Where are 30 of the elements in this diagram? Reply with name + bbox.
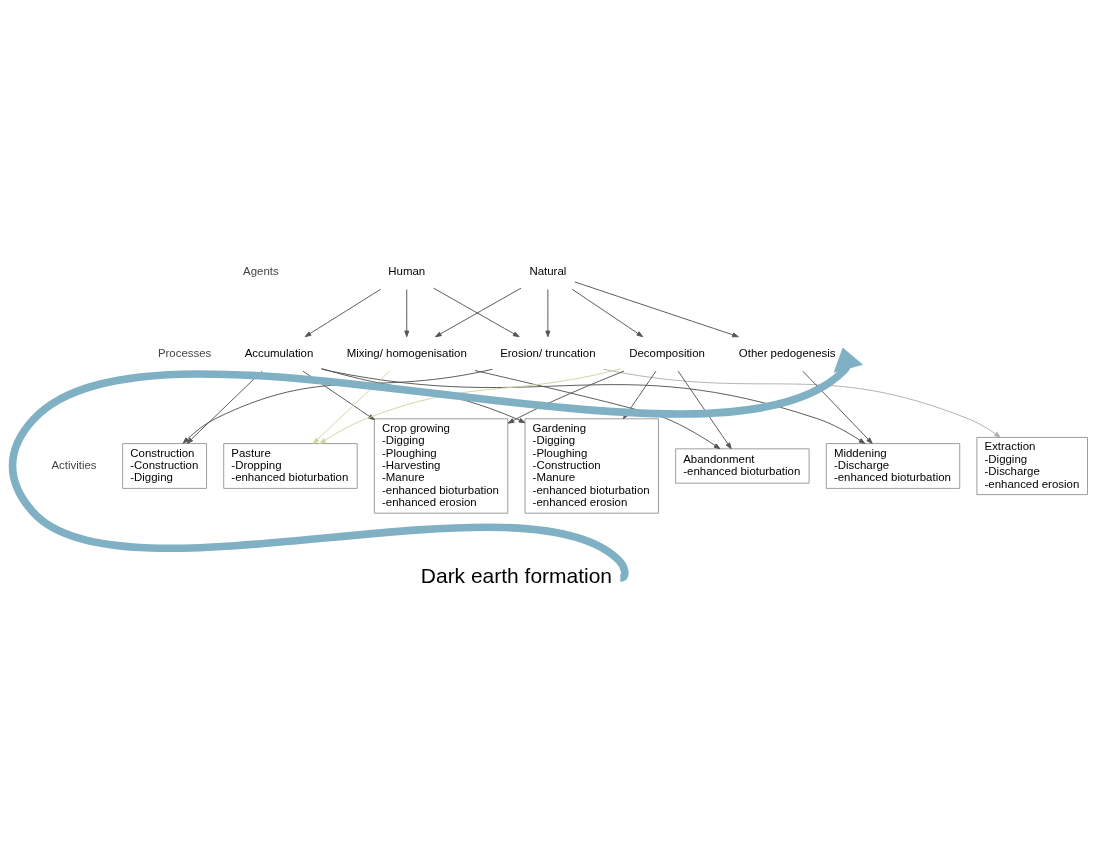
node-text: Natural bbox=[529, 264, 567, 277]
arrow bbox=[802, 370, 873, 444]
node-text: Dark earth formation bbox=[420, 564, 612, 588]
arrow bbox=[677, 370, 732, 450]
arrow bbox=[571, 288, 644, 338]
arrow bbox=[186, 370, 263, 444]
node-text: Accumulation bbox=[244, 346, 314, 359]
arrow bbox=[319, 368, 622, 444]
node-box: Pasture -Dropping -enhanced bioturbation bbox=[223, 443, 358, 489]
node-text: Mixing/ homogenisation bbox=[346, 346, 467, 359]
arrow bbox=[8, 347, 864, 579]
arrow bbox=[304, 288, 382, 338]
arrow bbox=[404, 289, 410, 338]
label: Activities bbox=[51, 458, 97, 471]
node-box: Construction -Construction -Digging bbox=[122, 443, 207, 489]
label: Agents bbox=[243, 264, 279, 277]
node-text: Other pedogenesis bbox=[738, 346, 836, 359]
node-box: Gardening -Digging -Ploughing -Construction -Manure -enhanced bioturbation -enhanced erosion bbox=[524, 418, 659, 514]
node-box: Extraction -Digging -Discharge -enhanced erosion bbox=[976, 436, 1088, 496]
node-text: Decomposition bbox=[629, 346, 705, 359]
node-text: Human bbox=[388, 264, 426, 277]
arrow bbox=[545, 289, 551, 338]
arrow bbox=[574, 281, 739, 338]
arrow bbox=[507, 370, 625, 424]
node-box: Abandonment -enhanced bioturbation bbox=[675, 448, 810, 484]
node-box: Middening -Discharge -enhanced bioturbation bbox=[825, 443, 961, 489]
node-box: Crop growing -Digging -Ploughing -Harvesting -Manure -enhanced bioturbation -enhanced erosion bbox=[373, 418, 509, 514]
arrow bbox=[312, 370, 391, 444]
node-text: Erosion/ truncation bbox=[500, 346, 596, 359]
label: Processes bbox=[157, 346, 212, 359]
